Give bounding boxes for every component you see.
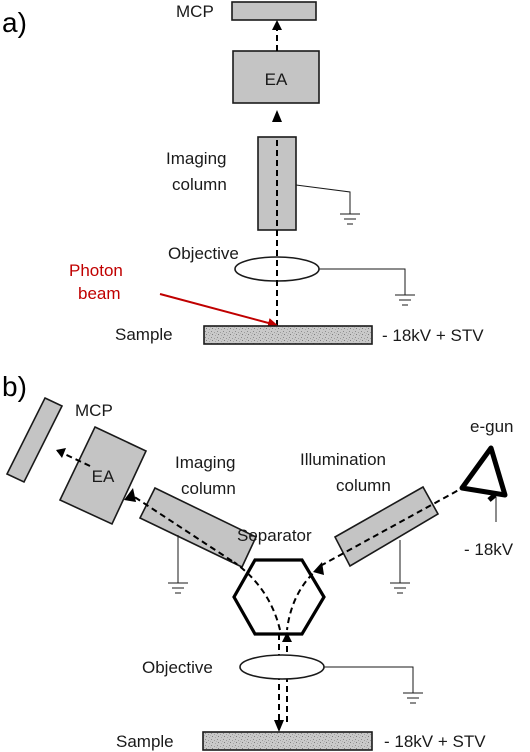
sample-plate [203,325,373,345]
energy-analyzer-label: EA [92,467,115,486]
beam-arrowhead [124,488,136,502]
electron-gun-icon [459,445,508,502]
objective-label: Objective [168,244,239,263]
beam-arrowhead [56,448,66,458]
imaging-column-label-line2: column [172,175,227,194]
egun-label: e-gun [470,417,513,436]
beam-arrowhead [313,562,324,575]
illumination-column-box [333,485,440,568]
panel-b-tag: b) [2,371,27,402]
beam-separator-prism [232,558,326,636]
illumination-beam-path [321,485,467,566]
ground-icon [403,692,423,704]
ground-icon [390,582,410,594]
ground-icon [168,582,188,594]
sample-voltage-label: - 18kV + STV [384,732,486,751]
beam-arrowhead [282,632,292,642]
panel-a: a) MCP EA Imaging column Objective [2,1,484,345]
beam-curve-into-separator [286,566,321,631]
energy-analyzer-box [232,50,320,104]
sample-label: Sample [115,325,173,344]
mcp-plate [231,1,317,21]
beam-arrowhead [272,110,282,122]
egun-voltage-label: - 18kV [464,540,514,559]
panel-b: b) MCP EA Imaging column Illumination co… [2,371,514,751]
illumination-column-label-line2: column [336,476,391,495]
sample-label: Sample [116,732,174,751]
mcp-label: MCP [176,2,214,21]
energy-analyzer-label: EA [265,70,288,89]
imaging-column-label-line1: Imaging [166,149,226,168]
separator-label: Separator [237,526,312,545]
imaging-column-ground-wire [295,184,351,214]
beam-arrowhead [272,20,282,30]
objective-ground-wire [324,666,414,693]
photon-beam-label-line2: beam [78,284,121,303]
ground-icon [340,213,360,225]
beam-arrowhead [274,720,284,732]
sample-voltage-label: - 18kV + STV [382,326,484,345]
objective-lens [239,654,325,680]
illumination-column-label-line1: Illumination [300,450,386,469]
objective-ground-wire [319,268,406,295]
beam-curve-out-of-separator [233,561,281,631]
imaging-column-label-line2: column [181,479,236,498]
panel-a-tag: a) [2,7,27,38]
mcp-label: MCP [75,401,113,420]
mcp-plate [5,396,64,484]
imaging-column-label-line1: Imaging [175,453,235,472]
sample-plate [202,731,373,751]
photon-beam-arrow [159,293,278,328]
energy-analyzer-box [58,425,148,526]
ground-icon [395,294,415,306]
objective-label: Objective [142,658,213,677]
photon-beam-label-line1: Photon [69,261,123,280]
